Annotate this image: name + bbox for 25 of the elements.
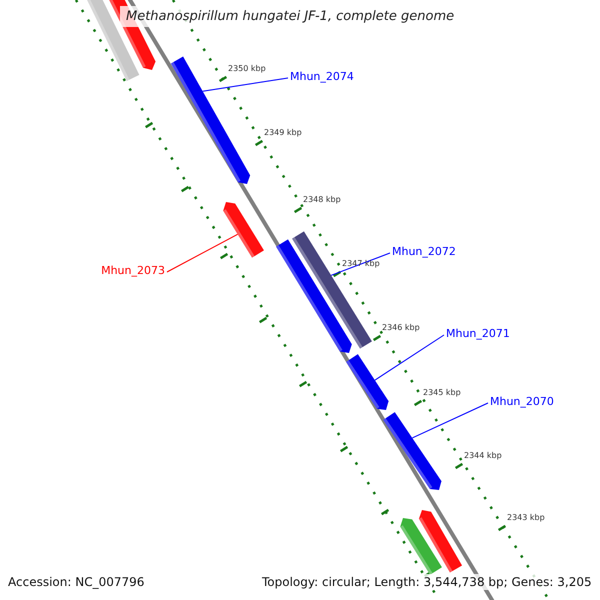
position-label: 2344 kbp [464,451,502,460]
gene-bar [418,510,462,572]
leader-line [202,78,288,92]
leader-line [412,402,488,438]
leader-line [374,334,444,381]
position-label: 2349 kbp [264,128,302,137]
position-label: 2350 kbp [228,64,266,73]
gene-label: Mhun_2070 [490,395,554,409]
gene-bar [346,354,389,410]
gene-label: Mhun_2072 [392,245,456,259]
position-label: 2343 kbp [507,513,545,522]
gene-bar [170,56,250,184]
gene-label: Mhun_2073 [101,264,165,278]
leader-line [330,252,390,276]
position-label: 2347 kbp [342,259,380,268]
position-label: 2345 kbp [423,388,461,397]
gene-bar [383,412,442,490]
position-label: 2346 kbp [382,323,420,332]
position-label: 2348 kbp [303,195,341,204]
accession-text: Accession: NC_007796 [6,574,146,590]
gene-bar [400,518,442,575]
gene-label: Mhun_2071 [446,327,510,341]
gene-bar [223,202,264,258]
gene-label: Mhun_2074 [290,70,354,84]
leader-line [166,234,238,272]
